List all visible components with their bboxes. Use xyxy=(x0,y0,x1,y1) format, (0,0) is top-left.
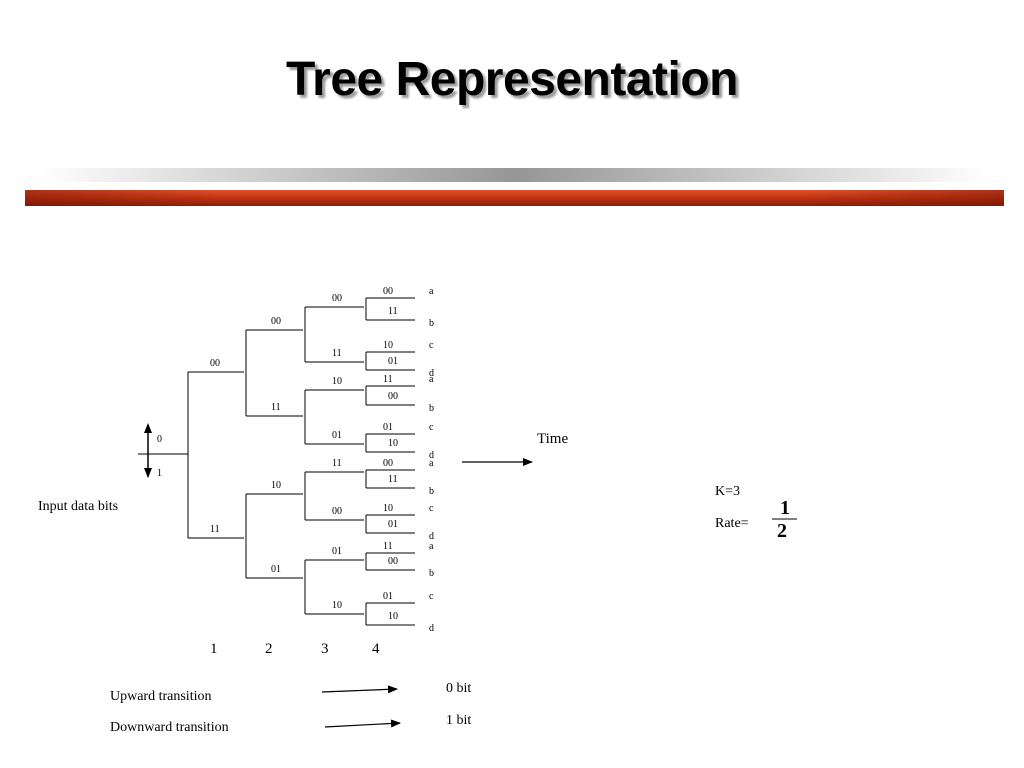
time-step-2: 2 xyxy=(265,641,273,657)
code-label-level3: 01 xyxy=(332,430,342,441)
code-label-level4: 01 xyxy=(388,519,398,530)
code-label-level4: 11 xyxy=(383,374,393,385)
code-label-level3: 11 xyxy=(332,458,342,469)
code-label-level2: 10 xyxy=(271,480,281,491)
code-label-level3: 10 xyxy=(332,376,342,387)
title-divider-red xyxy=(25,190,1004,206)
code-label-level4: 00 xyxy=(383,458,393,469)
code-label-level4: 01 xyxy=(383,591,393,602)
state-label: b xyxy=(429,403,434,414)
downward-value: 1 bit xyxy=(446,713,471,728)
code-label-level4: 01 xyxy=(388,356,398,367)
input-bits-label: Input data bits xyxy=(38,499,118,514)
rate-denominator: 2 xyxy=(777,520,787,542)
code-label-level4: 11 xyxy=(383,541,393,552)
time-label: Time xyxy=(537,431,568,447)
title-divider-grey xyxy=(40,168,990,182)
time-step-3: 3 xyxy=(321,641,329,657)
rate-label: Rate= xyxy=(715,516,749,531)
state-label: c xyxy=(429,591,434,602)
time-step-4: 4 xyxy=(372,641,380,657)
code-label-level2: 11 xyxy=(271,402,281,413)
state-label: b xyxy=(429,318,434,329)
bit-down-label: 1 xyxy=(157,468,162,479)
code-label-level3: 01 xyxy=(332,546,342,557)
upward-value: 0 bit xyxy=(446,681,471,696)
state-label: b xyxy=(429,568,434,579)
code-label-level4: 00 xyxy=(383,286,393,297)
state-label: d xyxy=(429,531,434,542)
code-label-level4: 11 xyxy=(388,306,398,317)
code-label-level3: 00 xyxy=(332,506,342,517)
code-label-level3: 00 xyxy=(332,293,342,304)
code-label-level1: 11 xyxy=(210,524,220,535)
state-label: a xyxy=(429,458,434,469)
state-label: c xyxy=(429,503,434,514)
state-label: c xyxy=(429,340,434,351)
state-label: d xyxy=(429,623,434,634)
tree-branches xyxy=(187,297,415,626)
code-label-level4: 10 xyxy=(388,438,398,449)
code-label-level3: 11 xyxy=(332,348,342,359)
upward-transition-label: Upward transition xyxy=(110,689,211,704)
code-label-level4: 10 xyxy=(383,340,393,351)
tree-labels: 00 11 00 11 10 01 00 11 10 01 11 00 01 10 00 11 a b 10 01 c d… xyxy=(210,286,434,634)
state-label: a xyxy=(429,374,434,385)
state-label: a xyxy=(429,541,434,552)
state-label: a xyxy=(429,286,434,297)
code-label-level4: 11 xyxy=(388,474,398,485)
code-label-level4: 10 xyxy=(388,611,398,622)
code-label-level4: 00 xyxy=(388,391,398,402)
downward-transition-label: Downward transition xyxy=(110,720,229,735)
code-label-level2: 01 xyxy=(271,564,281,575)
state-label: d xyxy=(429,368,434,379)
downward-arrow xyxy=(324,719,401,728)
upward-arrow xyxy=(321,685,398,694)
state-label: b xyxy=(429,486,434,497)
state-label: c xyxy=(429,422,434,433)
code-label-level4: 01 xyxy=(383,422,393,433)
slide-title: Tree Representation xyxy=(286,53,738,106)
k-label: K=3 xyxy=(715,484,740,499)
code-label-level4: 10 xyxy=(383,503,393,514)
rate-numerator: 1 xyxy=(780,497,790,519)
code-label-level4: 00 xyxy=(388,556,398,567)
code-label-level3: 10 xyxy=(332,600,342,611)
time-step-1: 1 xyxy=(210,641,218,657)
state-label: d xyxy=(429,450,434,461)
code-label-level2: 00 xyxy=(271,316,281,327)
code-label-level1: 00 xyxy=(210,358,220,369)
bit-up-label: 0 xyxy=(157,434,162,445)
